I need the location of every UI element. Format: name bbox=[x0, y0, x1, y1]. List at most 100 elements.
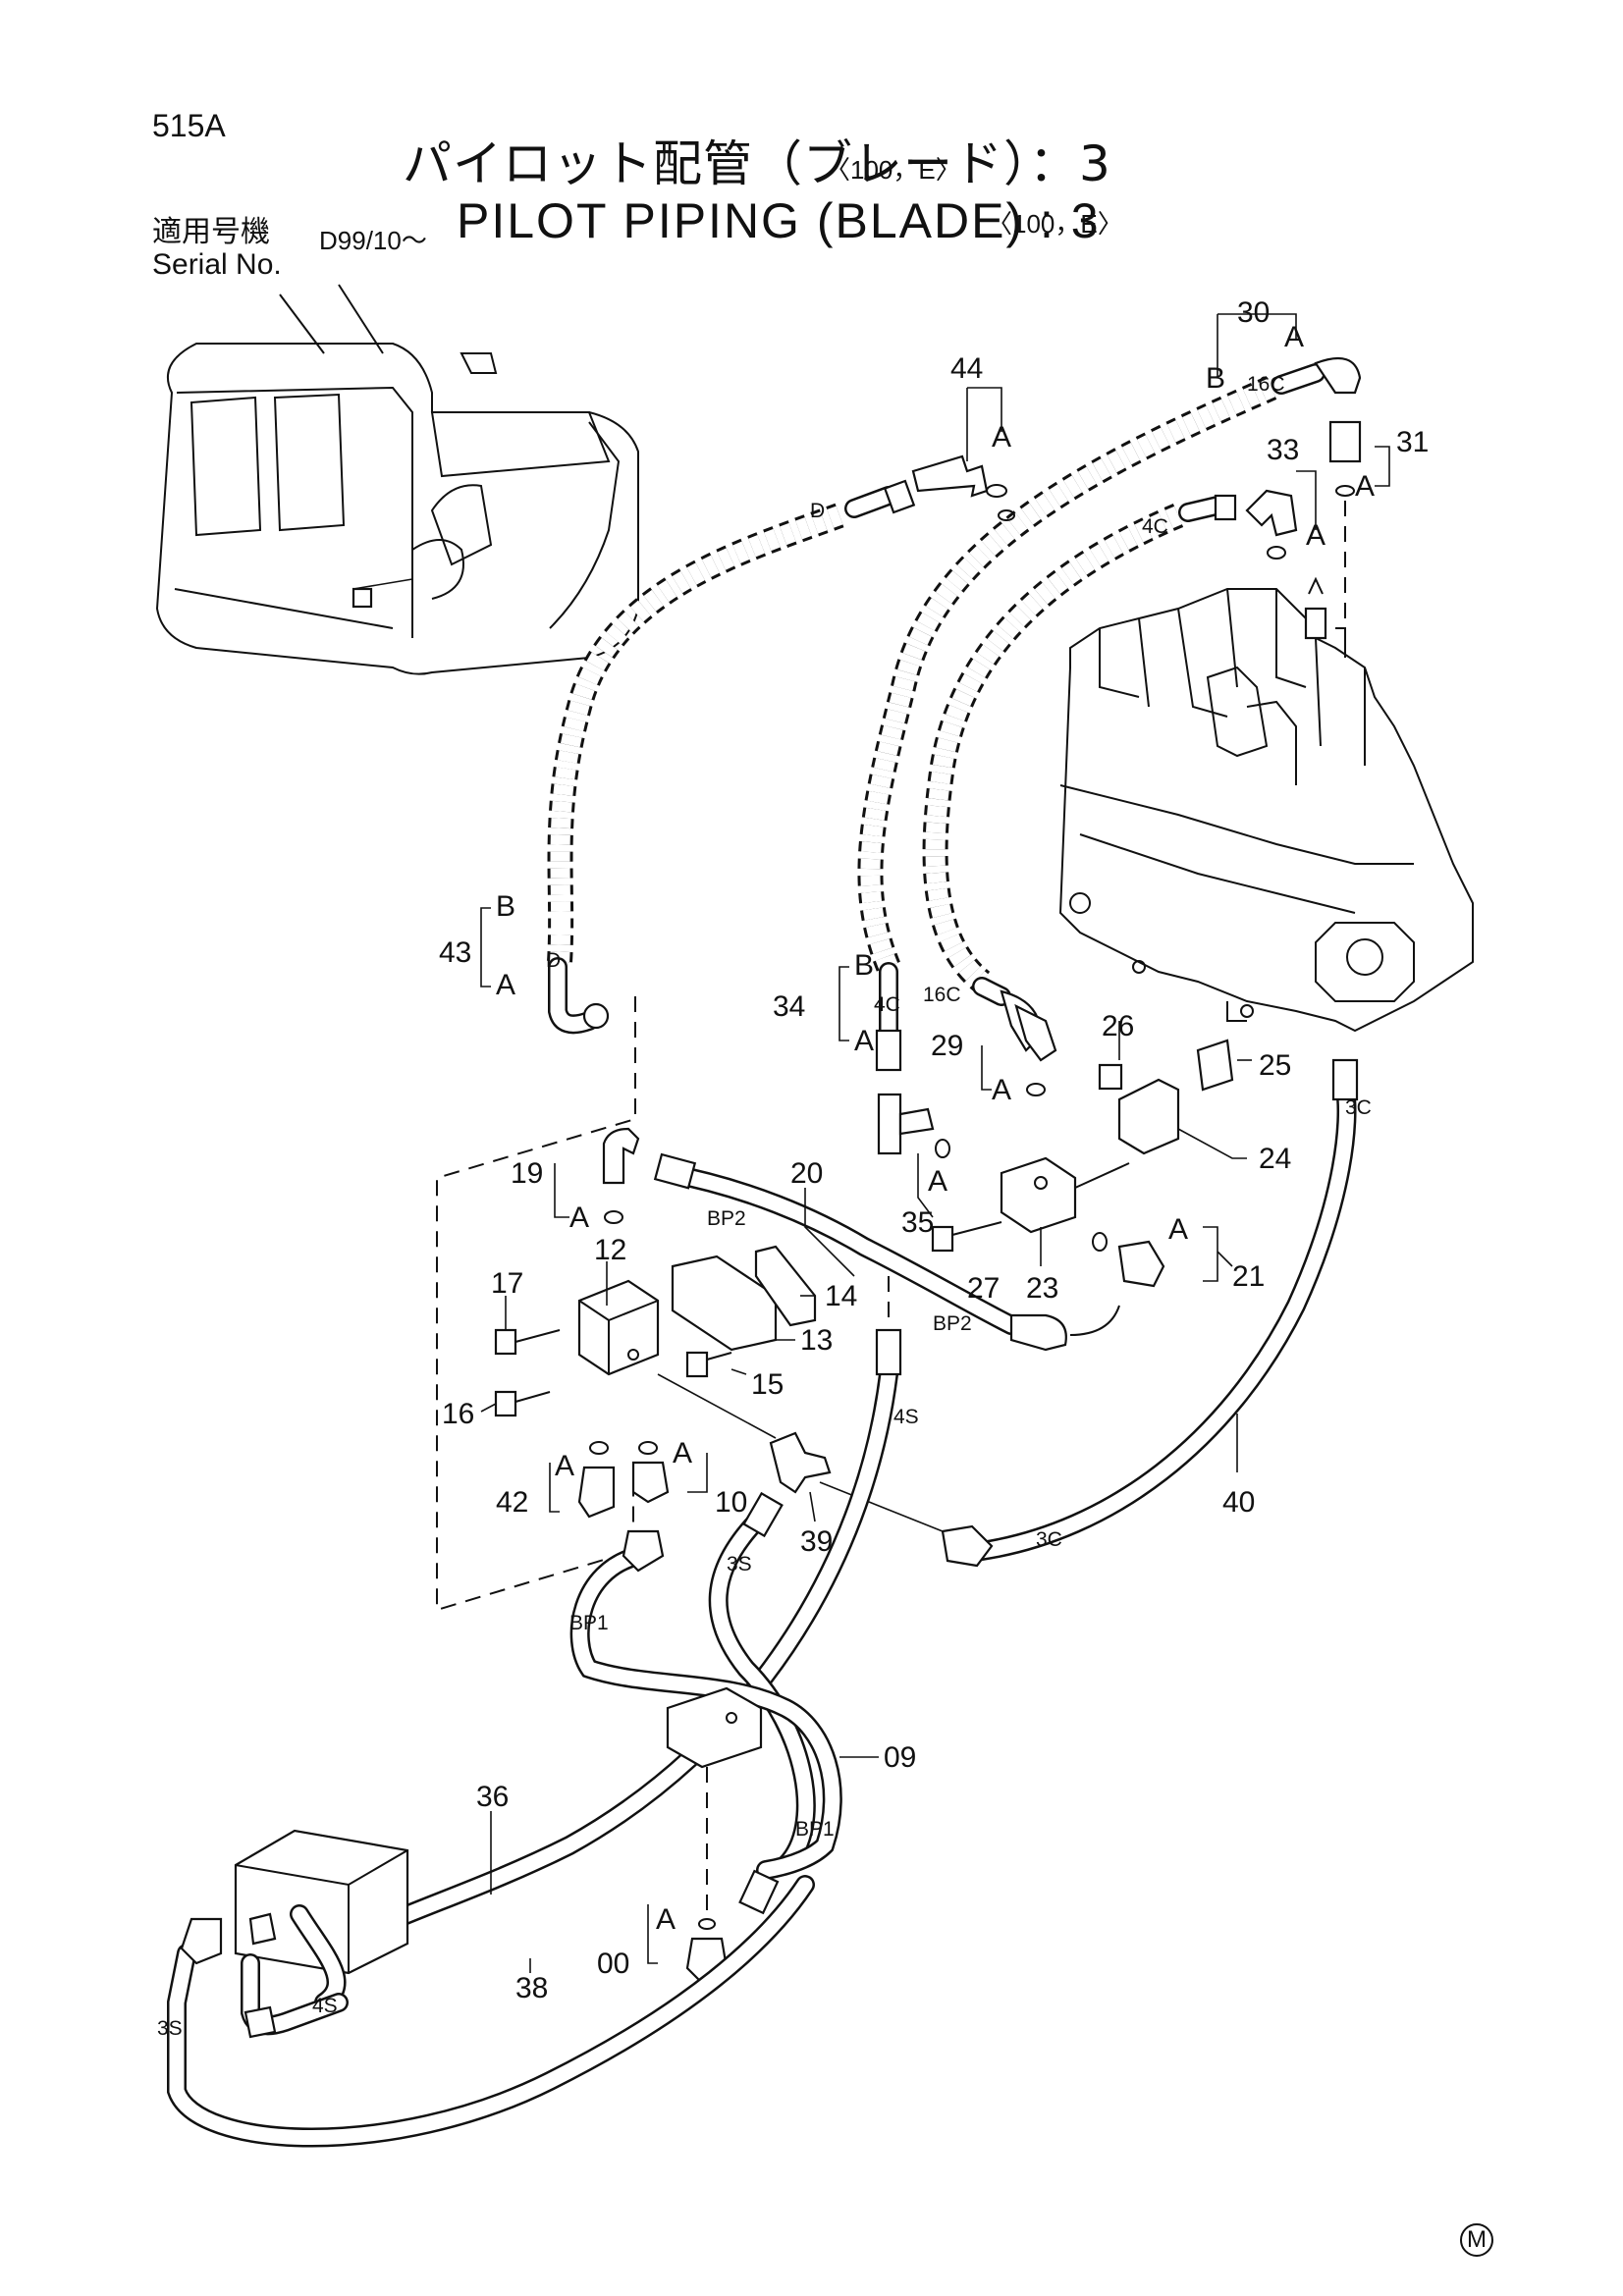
hose-code-16c: 16C bbox=[1247, 373, 1285, 396]
tee-35 bbox=[877, 1093, 902, 1155]
hose-code-3c: 3C bbox=[1036, 1528, 1062, 1551]
serial-label-en: Serial No. bbox=[152, 248, 282, 281]
hose-43 bbox=[547, 479, 916, 1035]
fitting-31 bbox=[1328, 420, 1362, 463]
page-title-en: PILOT PIPING (BLADE) : 3 bbox=[457, 193, 1101, 248]
letter-a: A bbox=[673, 1437, 692, 1469]
callout-34: 34 bbox=[773, 990, 805, 1023]
letter-a: A bbox=[1355, 470, 1375, 503]
hose-code-bp1: BP1 bbox=[795, 1818, 835, 1841]
callout-40: 40 bbox=[1222, 1486, 1255, 1519]
pedal-valve-box bbox=[234, 1829, 409, 1975]
callout-17: 17 bbox=[491, 1267, 523, 1300]
letter-a: A bbox=[555, 1450, 574, 1482]
callout-24: 24 bbox=[1259, 1143, 1291, 1175]
hose-code-bp1: BP1 bbox=[569, 1612, 609, 1634]
hose-36-end-upper bbox=[875, 1328, 902, 1376]
callout-31: 31 bbox=[1396, 426, 1429, 458]
callout-33: 33 bbox=[1267, 434, 1299, 466]
callout-21: 21 bbox=[1232, 1260, 1265, 1293]
fitting-29 bbox=[1014, 1003, 1057, 1062]
bolt-27 bbox=[931, 1221, 1002, 1253]
fitting-10 bbox=[631, 1461, 670, 1504]
bracket-25 bbox=[1196, 1039, 1234, 1092]
machine-inset bbox=[155, 284, 639, 675]
fitting-21 bbox=[1117, 1240, 1165, 1288]
letter-b: B bbox=[496, 890, 515, 923]
hose-code-3s: 3S bbox=[157, 2017, 183, 2040]
callout-13: 13 bbox=[800, 1324, 833, 1357]
callout-44: 44 bbox=[950, 352, 983, 385]
letter-a: A bbox=[992, 1074, 1011, 1106]
letter-a: A bbox=[656, 1903, 676, 1936]
hose-34 bbox=[857, 356, 1362, 1072]
letter-d: D bbox=[810, 500, 825, 522]
callout-29: 29 bbox=[931, 1030, 963, 1062]
letter-a: A bbox=[496, 969, 515, 1001]
block-23 bbox=[1000, 1156, 1077, 1234]
hose-code-4c: 4C bbox=[874, 993, 900, 1016]
bracket-24 bbox=[1117, 1078, 1180, 1155]
tee-39 bbox=[769, 1431, 832, 1494]
fitting-44 bbox=[911, 454, 989, 498]
fitting-19 bbox=[602, 1127, 640, 1185]
callout-12: 12 bbox=[594, 1234, 626, 1266]
fitting-42 bbox=[577, 1466, 616, 1519]
callout-39: 39 bbox=[800, 1525, 833, 1558]
letter-a: A bbox=[569, 1201, 589, 1234]
hose-code-4s: 4S bbox=[893, 1406, 919, 1428]
hose-40-end-upper bbox=[1331, 1058, 1359, 1101]
hose-code-bp2: BP2 bbox=[707, 1207, 746, 1230]
bolt-26 bbox=[1098, 1063, 1123, 1091]
title-en-variant: 〈100，E〉 bbox=[987, 209, 1123, 239]
callout-15: 15 bbox=[751, 1368, 784, 1401]
letter-b: B bbox=[854, 949, 874, 982]
callout-30: 30 bbox=[1237, 296, 1270, 329]
callout-26: 26 bbox=[1102, 1010, 1134, 1042]
callout-23: 23 bbox=[1026, 1272, 1058, 1305]
hose-code-4c: 4C bbox=[1142, 515, 1168, 538]
hose-code-4s: 4S bbox=[312, 1995, 338, 2017]
serial-label-jp: 適用号機 bbox=[152, 215, 270, 249]
bolt-16 bbox=[494, 1390, 551, 1417]
junction-block bbox=[666, 1686, 763, 1769]
control-valve bbox=[1058, 576, 1474, 1033]
callout-25: 25 bbox=[1259, 1049, 1291, 1082]
callout-16: 16 bbox=[442, 1398, 474, 1430]
letter-a: A bbox=[1306, 519, 1325, 552]
letter-d: D bbox=[546, 949, 561, 972]
block-12 bbox=[577, 1279, 660, 1376]
callout-42: 42 bbox=[496, 1486, 528, 1519]
callout-35: 35 bbox=[901, 1206, 934, 1239]
hose-code-16c: 16C bbox=[923, 984, 961, 1006]
callout-36: 36 bbox=[476, 1781, 509, 1813]
letter-a: A bbox=[1168, 1213, 1188, 1246]
callout-14: 14 bbox=[825, 1280, 857, 1312]
callout-10: 10 bbox=[715, 1486, 747, 1519]
callout-27: 27 bbox=[967, 1272, 1000, 1305]
letter-a: A bbox=[928, 1165, 947, 1198]
callout-leaders bbox=[480, 313, 1390, 1973]
hose-code-3c: 3C bbox=[1345, 1096, 1372, 1119]
bolt-15 bbox=[685, 1351, 732, 1378]
page-title-jp: パイロット配管（ブレード）：3 bbox=[403, 135, 1111, 192]
serial-range: D99/10～ bbox=[319, 226, 427, 255]
callout-00: 00 bbox=[597, 1948, 629, 1980]
bracket-14 bbox=[754, 1245, 817, 1327]
hose-code-3s: 3S bbox=[727, 1553, 752, 1575]
callout-43: 43 bbox=[439, 936, 471, 969]
bolt-17 bbox=[494, 1328, 561, 1356]
m-mark: M bbox=[1460, 2223, 1493, 2257]
hose-16c bbox=[922, 494, 1237, 1052]
letter-a: A bbox=[854, 1025, 874, 1057]
callout-38: 38 bbox=[515, 1972, 548, 2004]
callout-20: 20 bbox=[790, 1157, 823, 1190]
callout-19: 19 bbox=[511, 1157, 543, 1190]
hose-code-bp2: BP2 bbox=[933, 1312, 972, 1335]
fitting-33 bbox=[1245, 489, 1298, 537]
callout-09: 09 bbox=[884, 1741, 916, 1774]
letter-b: B bbox=[1206, 362, 1225, 395]
letter-a: A bbox=[1284, 321, 1304, 353]
page-code: 515A bbox=[152, 108, 226, 143]
